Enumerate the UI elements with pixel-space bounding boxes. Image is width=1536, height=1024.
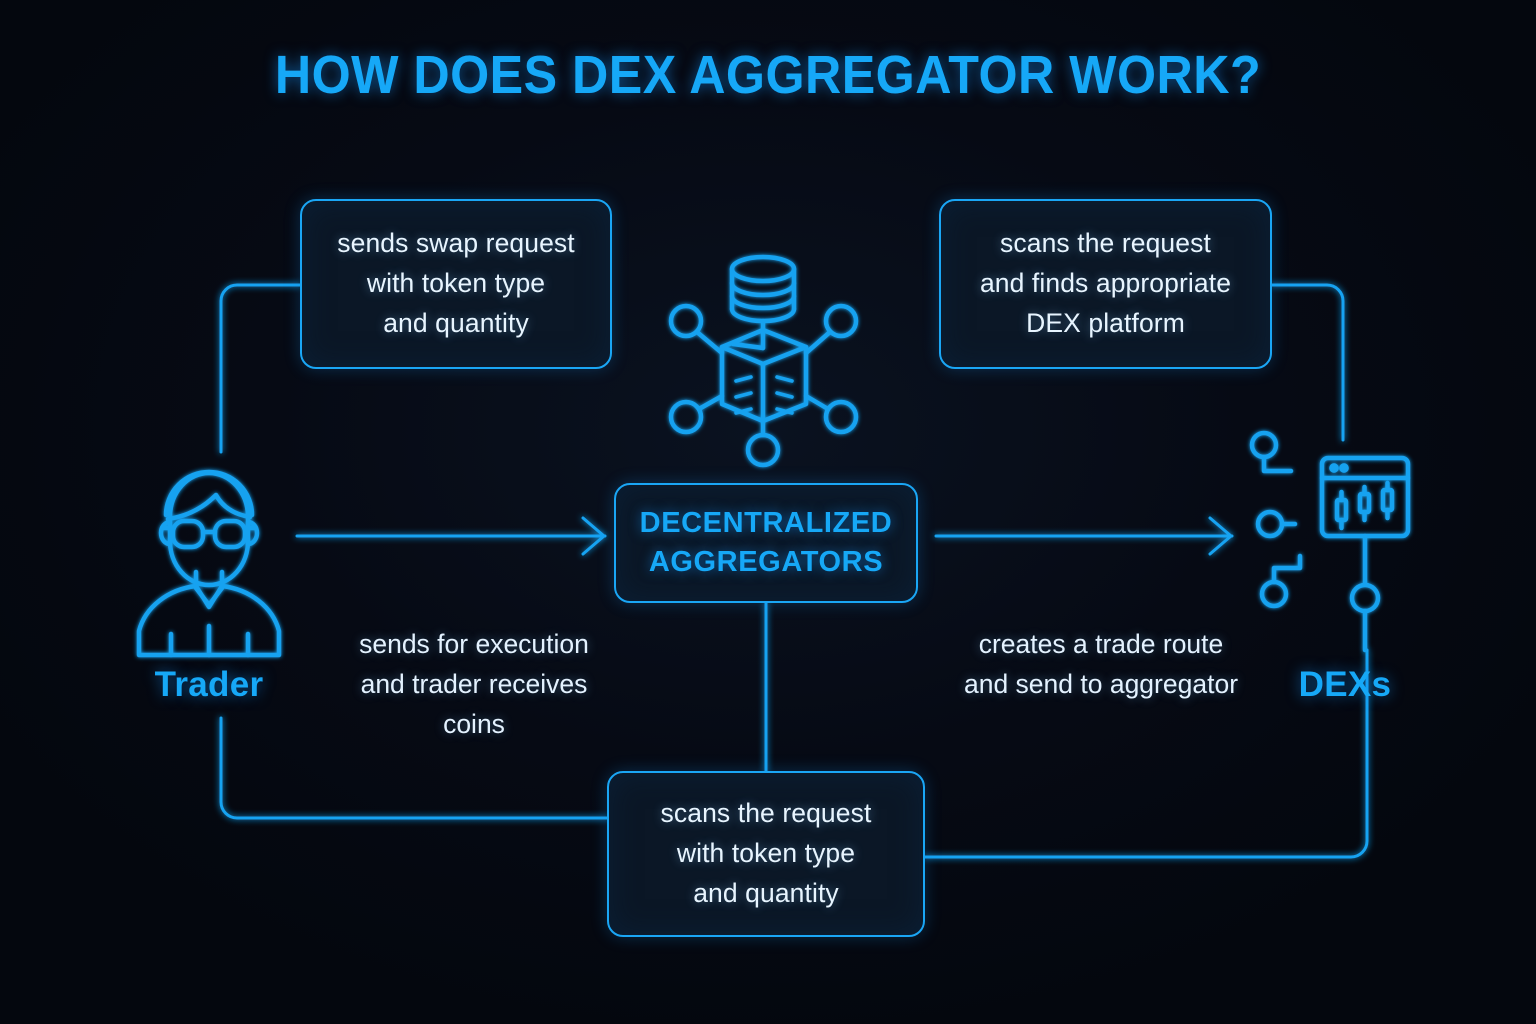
card-scan-token-line2: with token type — [676, 838, 856, 869]
card-scan-token: scans the request with token type and qu… — [607, 771, 925, 937]
arrowhead-aggregator-to-dexs — [1208, 516, 1233, 556]
connector-swaprequest-to-trader — [219, 283, 302, 454]
card-scan-find-dex-line1: scans the request — [1000, 228, 1211, 259]
card-scan-token-line3: and quantity — [693, 877, 839, 908]
node-aggregator-line2: AGGREGATORS — [648, 546, 884, 578]
page-title: HOW DOES DEX AGGREGATOR WORK? — [274, 45, 1262, 105]
label-dexs: DEXs — [1298, 665, 1392, 704]
arrowhead-trader-to-aggregator — [581, 516, 606, 556]
card-scan-find-dex-line2: and finds appropriate — [979, 268, 1232, 299]
card-swap-request-line1: sends swap request — [337, 228, 575, 259]
caption-execution: sends for execution and trader receives … — [318, 625, 630, 744]
card-swap-request-line2: with token type — [366, 268, 546, 299]
trader-person-icon — [136, 469, 282, 658]
card-scan-find-dex-line3: DEX platform — [1026, 307, 1185, 338]
node-decentralized-aggregators: DECENTRALIZED AGGREGATORS — [614, 483, 918, 603]
label-trader: Trader — [154, 665, 264, 704]
card-swap-request: sends swap request with token type and q… — [300, 199, 612, 369]
connector-scanfinddex-to-dexs — [1270, 283, 1345, 442]
caption-execution-line2: and trader receives — [360, 668, 588, 699]
card-scan-find-dex: scans the request and finds appropriate … — [939, 199, 1272, 369]
dex-chart-window-icon — [1249, 430, 1411, 653]
caption-trade-route-line2: and send to aggregator — [963, 668, 1239, 699]
blockchain-network-icon — [668, 254, 859, 468]
card-scan-token-line1: scans the request — [660, 798, 872, 829]
node-aggregator-line1: DECENTRALIZED — [639, 506, 893, 539]
caption-trade-route: creates a trade route and send to aggreg… — [930, 625, 1272, 705]
caption-execution-line1: sends for execution — [359, 629, 589, 659]
caption-trade-route-line1: creates a trade route — [978, 629, 1224, 659]
caption-execution-line3: coins — [443, 708, 505, 739]
card-swap-request-line3: and quantity — [383, 307, 529, 338]
